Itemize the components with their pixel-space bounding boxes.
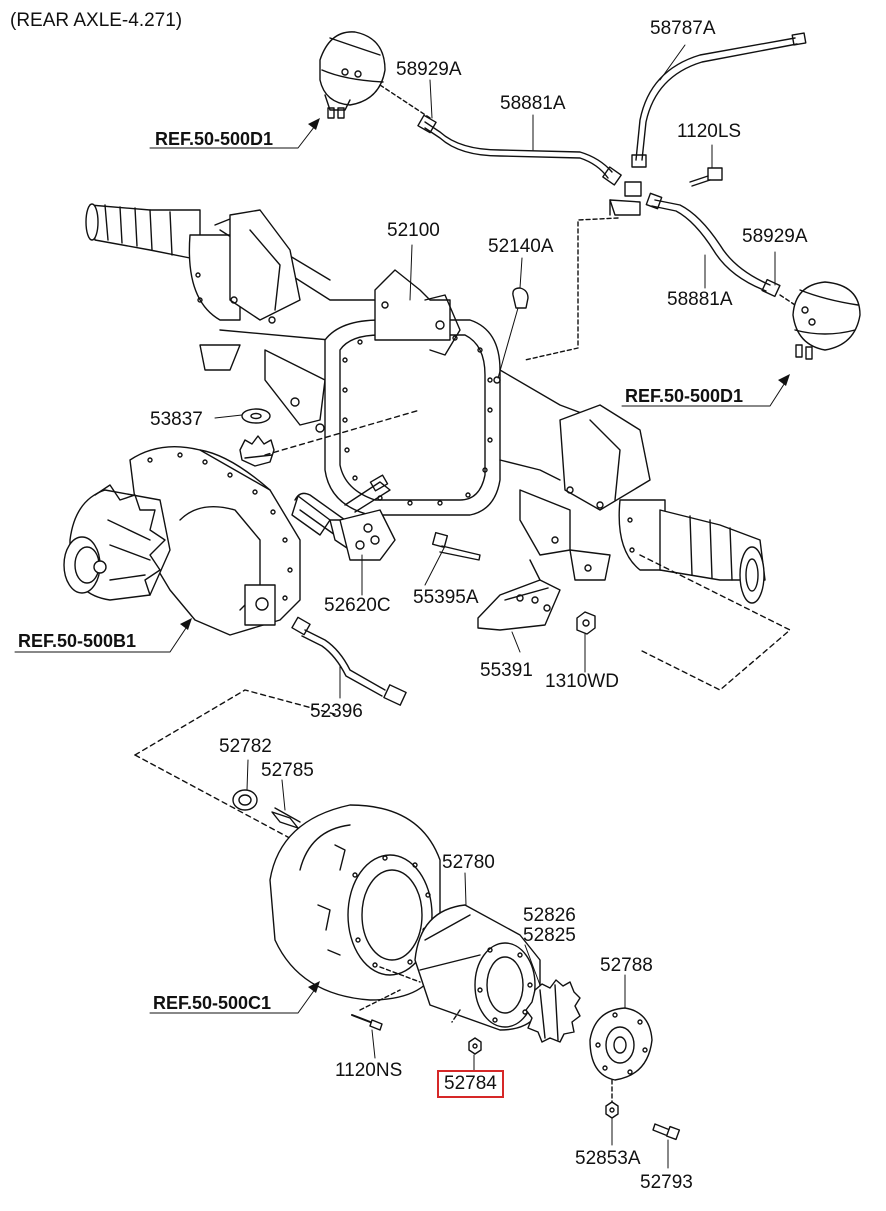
hub-52780 (414, 904, 541, 1031)
actuator-52620C (291, 474, 396, 561)
bolt-52793 (652, 1123, 681, 1141)
part-label-52853A[interactable]: 52853A (575, 1148, 641, 1169)
hose-58881A-top (417, 114, 622, 186)
part-label-1120NS[interactable]: 1120NS (335, 1060, 403, 1081)
part-label-52793[interactable]: 52793 (640, 1172, 693, 1193)
leader-lines (14, 44, 789, 1169)
part-label-52782[interactable]: 52782 (219, 736, 272, 757)
part-label-58929A-right[interactable]: 58929A (742, 226, 808, 247)
part-label-52620C[interactable]: 52620C (324, 595, 391, 616)
hose-58787A (631, 32, 807, 168)
part-label-58881A-top[interactable]: 58881A (500, 93, 566, 114)
ref-label-50-500C1[interactable]: REF.50-500C1 (153, 993, 272, 1013)
nut-1310WD (576, 611, 596, 635)
hose-58881A-right (645, 192, 781, 298)
part-label-58881A-right[interactable]: 58881A (667, 289, 733, 310)
brake-drum (269, 804, 441, 1001)
bracket-55391 (477, 559, 561, 631)
part-label-52788[interactable]: 52788 (600, 955, 653, 976)
bolt-1120NS (351, 1014, 383, 1031)
nut-52784 (468, 1037, 482, 1055)
nut-52853A (605, 1101, 619, 1119)
tee-fitting (609, 181, 642, 216)
part-label-52100[interactable]: 52100 (387, 220, 440, 241)
pinion-gear (239, 435, 275, 467)
brake-chamber-right (792, 281, 861, 360)
part-label-1310WD[interactable]: 1310WD (545, 671, 619, 692)
hub-cap-52788 (589, 1007, 653, 1081)
thrust-washer-53837 (241, 408, 271, 424)
diagram-title: (REAR AXLE-4.271) (10, 10, 183, 31)
ref-label-50-500D1-right[interactable]: REF.50-500D1 (625, 386, 744, 406)
axle-housing-52100 (85, 203, 766, 604)
gear-52825 (525, 979, 581, 1043)
brake-chamber-top (319, 31, 386, 119)
part-label-52826[interactable]: 52826 (523, 905, 576, 926)
bolt-55395A (431, 531, 481, 561)
bolt-1120LS (689, 167, 723, 187)
part-label-55395A[interactable]: 55395A (413, 587, 479, 608)
part-label-52825[interactable]: 52825 (523, 925, 576, 946)
part-label-55391[interactable]: 55391 (480, 660, 533, 681)
part-label-58787A[interactable]: 58787A (650, 18, 716, 39)
stud-52785 (271, 807, 301, 829)
ref-label-50-500D1-top[interactable]: REF.50-500D1 (155, 129, 274, 149)
part-label-52780[interactable]: 52780 (442, 852, 495, 873)
part-label-53837[interactable]: 53837 (150, 409, 203, 430)
breather-52140A (497, 287, 529, 379)
part-label-52784-highlighted[interactable]: 52784 (437, 1070, 504, 1098)
part-label-52140A[interactable]: 52140A (488, 236, 554, 257)
part-label-1120LS[interactable]: 1120LS (677, 121, 742, 142)
oil-seal-52782 (232, 789, 258, 811)
part-label-58929A-top[interactable]: 58929A (396, 59, 462, 80)
carrier-assembly (63, 445, 301, 636)
ref-arrowheads (180, 118, 790, 993)
part-label-52396[interactable]: 52396 (310, 701, 363, 722)
part-label-52785[interactable]: 52785 (261, 760, 314, 781)
ref-label-50-500B1[interactable]: REF.50-500B1 (18, 631, 137, 651)
hose-52396 (291, 616, 407, 706)
